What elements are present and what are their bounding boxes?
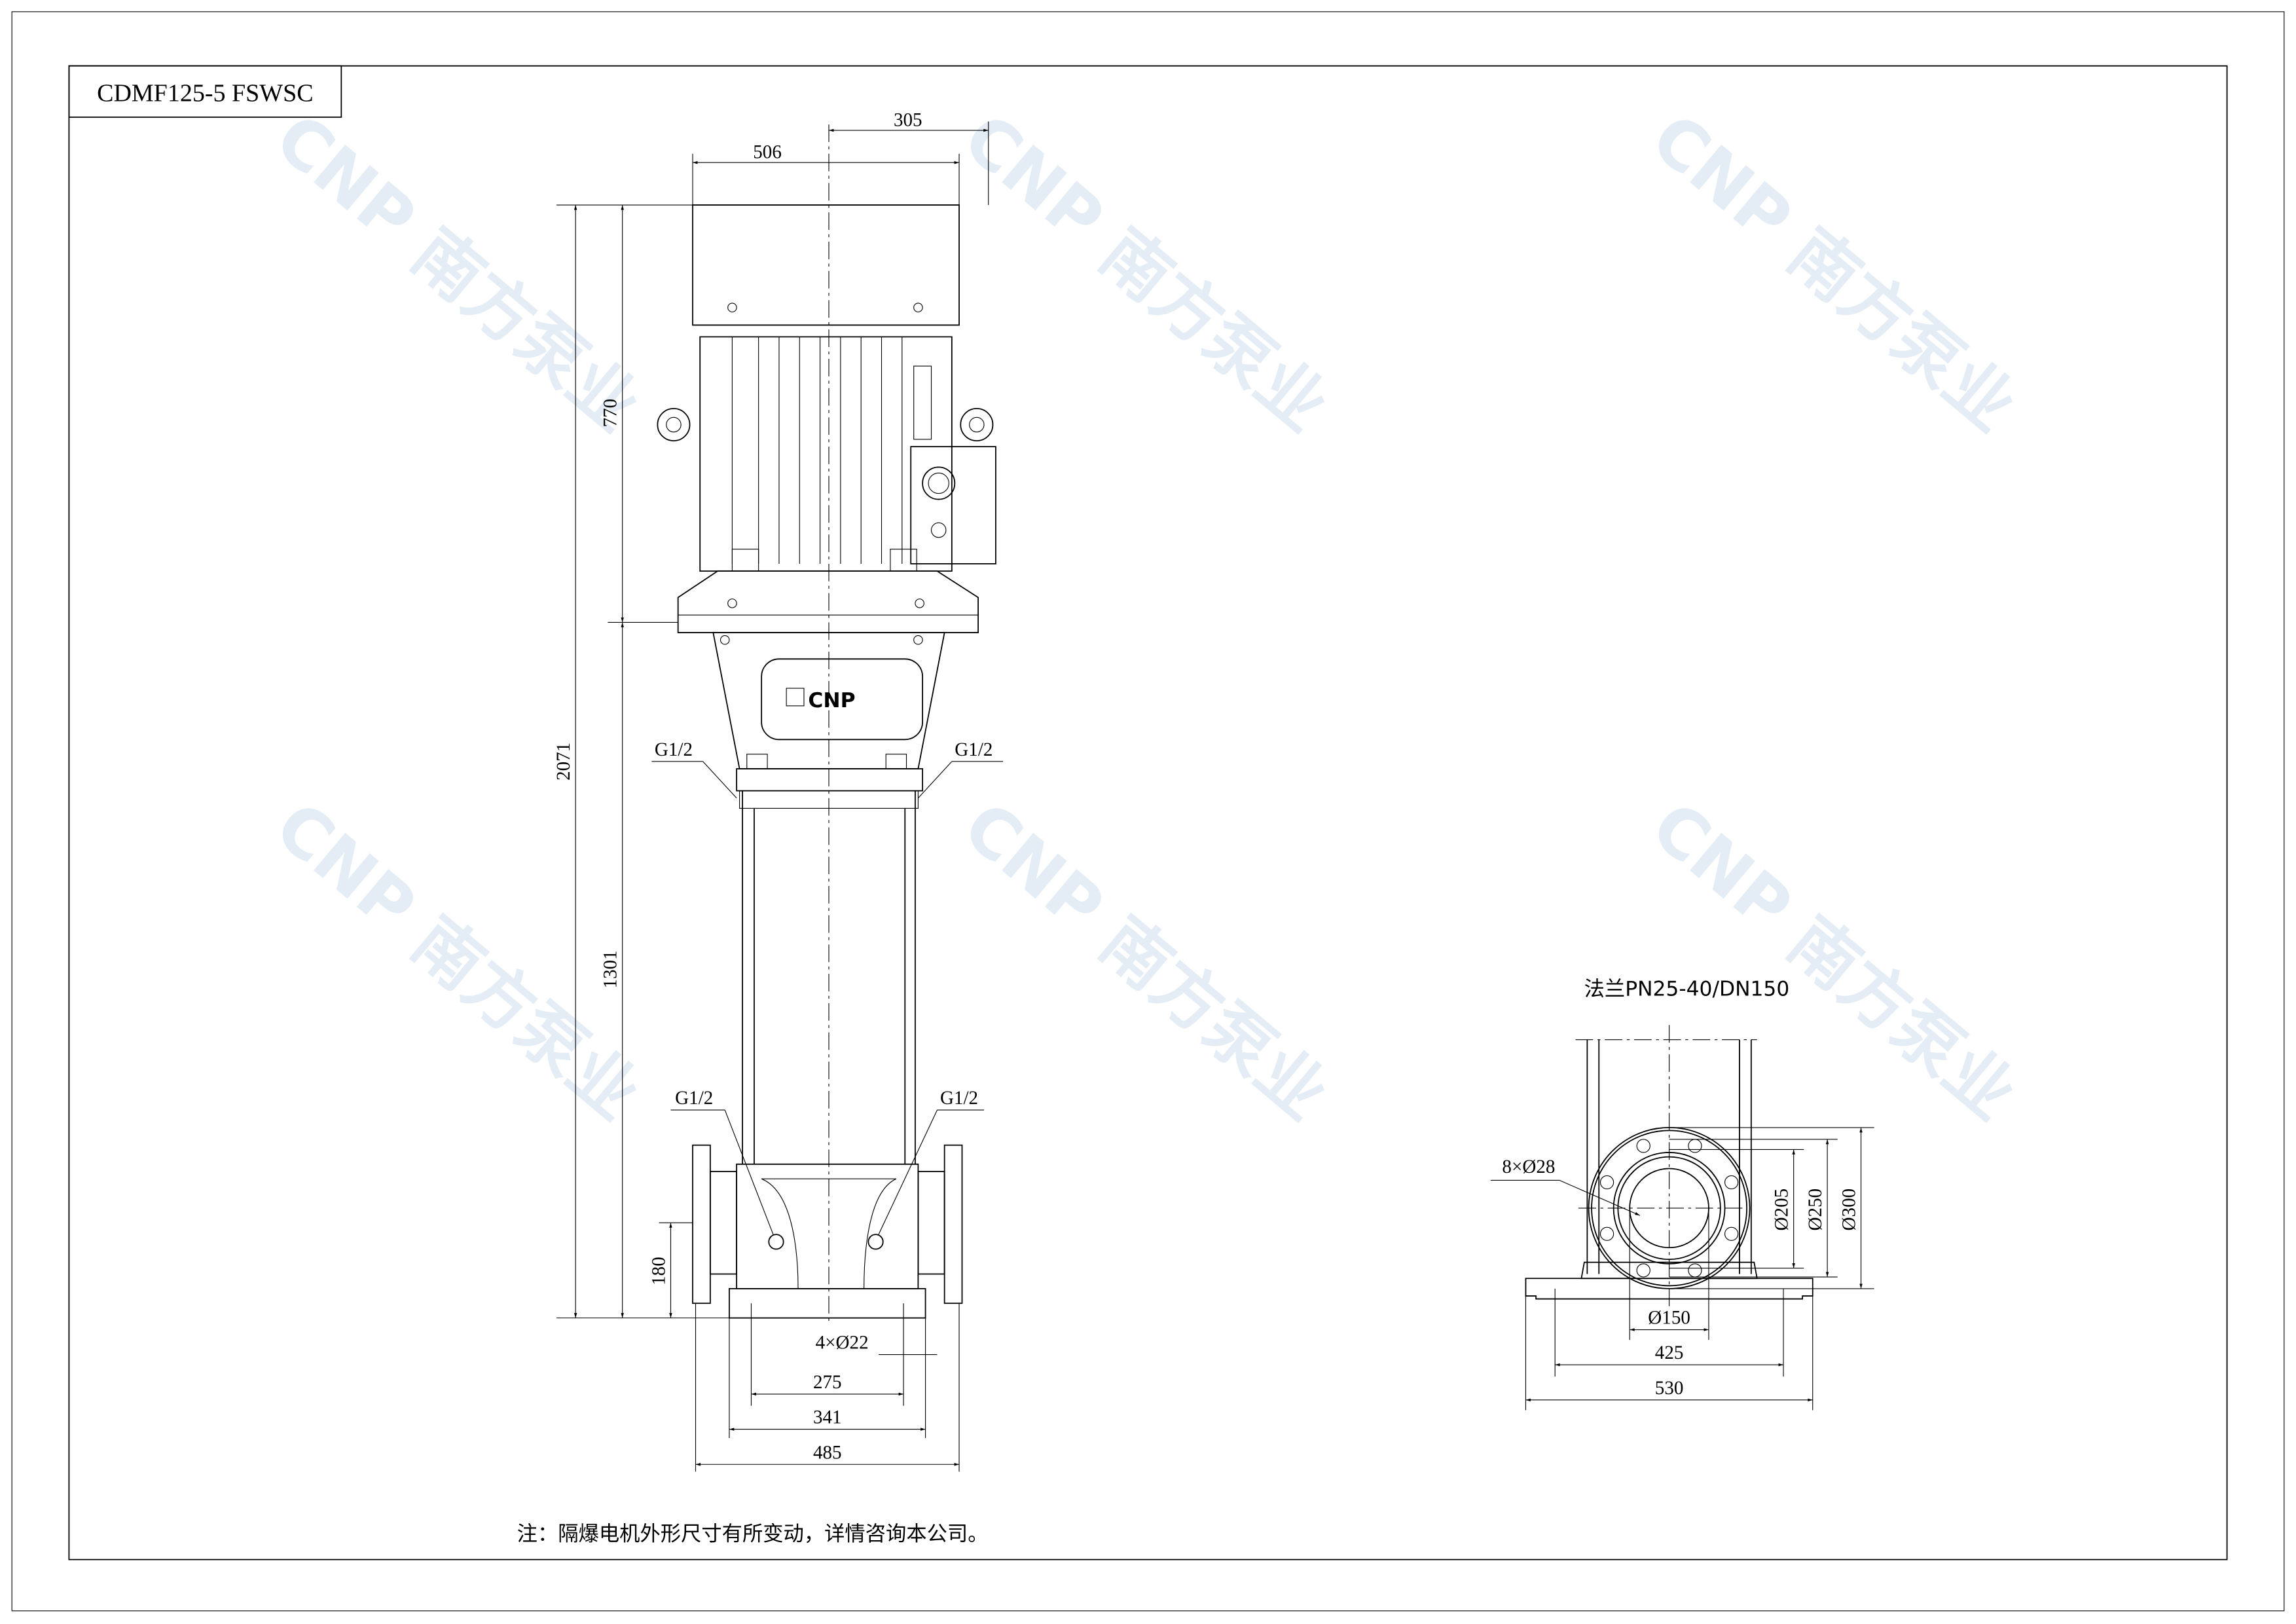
title-box (68, 65, 342, 118)
model-title: CDMF125-5 FSWSC (97, 79, 313, 107)
dim-485: 485 (813, 1442, 842, 1463)
bolt-hole (1724, 1175, 1739, 1190)
front-view: CNP (553, 109, 1004, 1472)
dim-770: 770 (600, 399, 621, 428)
bolt-spec: 8×Ø28 (1502, 1156, 1555, 1177)
watermark: CNP 南方泵业 (949, 788, 1342, 1135)
dim-506: 506 (753, 142, 782, 163)
inner-frame (68, 65, 2228, 1560)
dim-d300: Ø300 (1839, 1189, 1860, 1231)
dim-275: 275 (813, 1372, 842, 1393)
dim-d205: Ø205 (1772, 1189, 1793, 1231)
dim-d250: Ø250 (1805, 1189, 1826, 1231)
cnp-badge: CNP (808, 689, 855, 712)
dim-425: 425 (1655, 1342, 1684, 1363)
side-view: 法兰PN25-40/DN150 (1490, 978, 1874, 1411)
bolt-hole (1636, 1263, 1650, 1278)
bolt-hole (1599, 1175, 1614, 1190)
watermark: CNP 南方泵业 (1637, 788, 2030, 1135)
outer-border (11, 11, 2285, 1612)
dim-530: 530 (1655, 1378, 1684, 1399)
dim-341: 341 (813, 1407, 842, 1428)
bolt-hole (1724, 1227, 1739, 1241)
watermark: CNP 南方泵业 (261, 100, 654, 447)
bolt-hole (1688, 1139, 1702, 1153)
bolt-hole (1636, 1139, 1650, 1153)
port-label: G1/2 (675, 1088, 713, 1109)
dim-d150: Ø150 (1648, 1308, 1690, 1329)
watermark: CNP 南方泵业 (949, 100, 1342, 447)
note: 注：隔爆电机外形尺寸有所变动，详情咨询本公司。 (517, 1522, 989, 1546)
flange-spec: 法兰PN25-40/DN150 (1584, 978, 1790, 1001)
dim-1301: 1301 (600, 950, 621, 988)
port-label: G1/2 (940, 1088, 978, 1109)
watermark: CNP 南方泵业 (261, 788, 654, 1135)
watermark: CNP 南方泵业 (1637, 100, 2030, 447)
dim-2071: 2071 (553, 743, 574, 781)
dim-holes: 4×Ø22 (816, 1333, 869, 1354)
bolt-hole (1688, 1263, 1702, 1278)
dim-305: 305 (894, 109, 922, 130)
dim-180: 180 (649, 1257, 670, 1285)
bolt-hole (1599, 1227, 1614, 1241)
port-label: G1/2 (955, 739, 993, 760)
port-label: G1/2 (655, 739, 693, 760)
